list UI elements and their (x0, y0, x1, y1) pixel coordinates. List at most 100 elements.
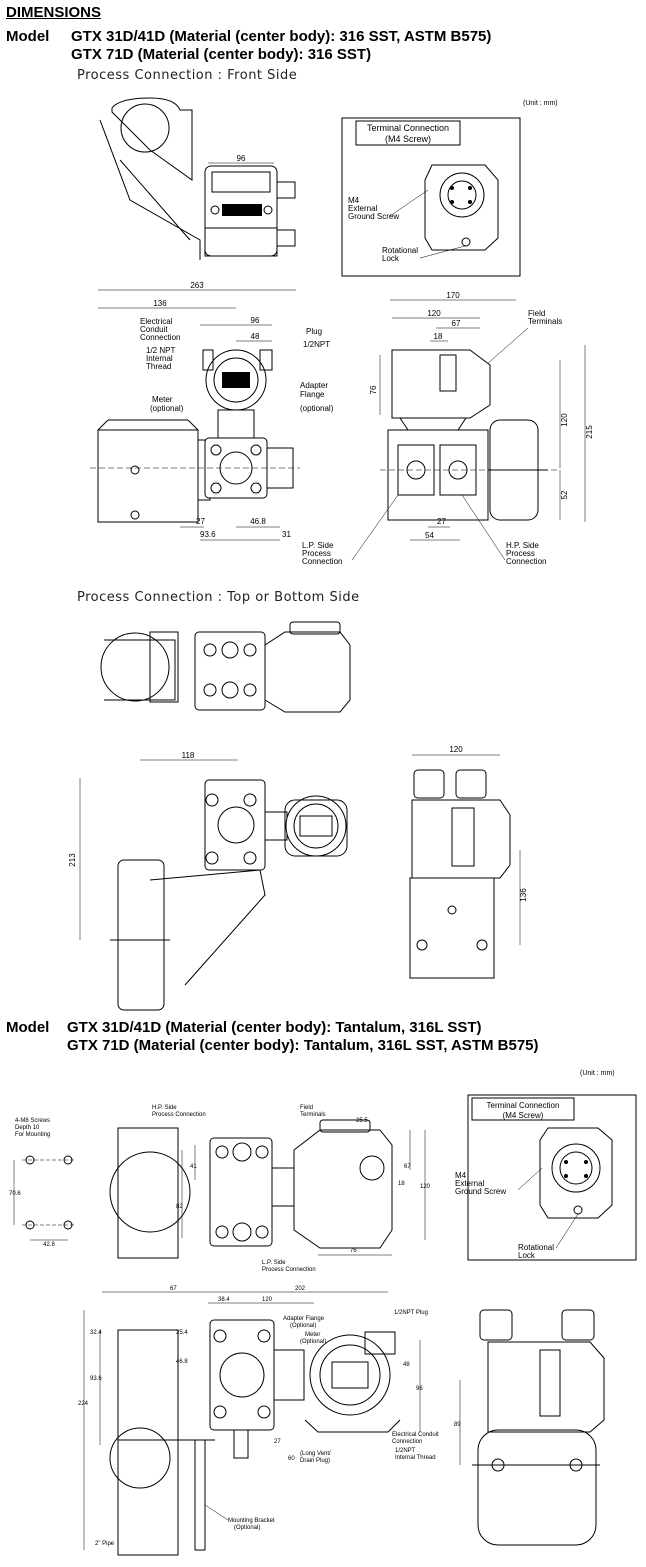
section2-front-drawing (109, 1319, 401, 1556)
lock-label-1: Lock (382, 254, 400, 263)
lp-connection-label-1: Connection (302, 557, 342, 566)
terminal-box-2-line2: (M4 Screw) (503, 1111, 544, 1120)
m4-label-1: M4 (348, 196, 360, 205)
top-bottom-side-drawing (409, 769, 511, 979)
plug-label-1: Plug (306, 327, 322, 336)
m8-mounting-label: For Mounting (15, 1132, 50, 1138)
dim-38-4: 38.4 (218, 1297, 230, 1303)
conduit-label-1: Conduit (140, 325, 168, 334)
dim-120-v2: 120 (420, 1184, 431, 1190)
dim-213: 213 (68, 853, 77, 867)
dim-46-8: 46.8 (250, 517, 266, 526)
adapter-flange-label-2: Adapter Flange (283, 1316, 325, 1322)
dim-96-a: 96 (237, 154, 246, 163)
dim-27-a: 27 (196, 517, 205, 526)
dim-170: 170 (446, 291, 460, 300)
model-label-2: Model (6, 1019, 50, 1036)
dim-31: 31 (282, 530, 291, 539)
dim-93-6: 93.6 (200, 530, 216, 539)
lp-side-label-1: L.P. Side (302, 541, 334, 550)
top-bottom-top-view-drawing (100, 621, 351, 713)
terminals-label-1: Terminals (528, 317, 562, 326)
external-label-1: External (348, 204, 378, 213)
terminals-label-2: Terminals (300, 1112, 326, 1118)
adapter-optional-label-2: (Optional) (290, 1323, 316, 1329)
npt-label-1: 1/2 NPT (146, 346, 175, 355)
internal-label-1: Internal (146, 354, 173, 363)
m8-depth-label: Depth 10 (15, 1125, 40, 1131)
dim-120: 120 (427, 309, 441, 318)
lp-process-label-1: Process (302, 549, 331, 558)
front-view-top-drawing (99, 97, 296, 260)
dim-67-b: 67 (170, 1286, 177, 1292)
m8-hole-pattern (22, 1155, 76, 1230)
dim-120-v: 120 (560, 413, 569, 427)
hp-process-label-2: Process Connection (152, 1112, 206, 1118)
dim-136: 136 (153, 299, 167, 308)
connection-label-2: Connection (392, 1439, 422, 1445)
side-view-drawing (380, 349, 560, 521)
dim-60: 60 (288, 1456, 295, 1462)
dim-46-8-b: 46.8 (176, 1359, 188, 1365)
dim-67-a: 67 (404, 1164, 411, 1170)
dim-25-5: 25.5 (356, 1118, 368, 1124)
dim-76: 76 (369, 385, 378, 394)
dim-224: 224 (78, 1401, 89, 1407)
meter-label-2: Meter (305, 1332, 320, 1338)
dim-25-4: 25.4 (176, 1330, 188, 1336)
hp-process-label-1: Process (506, 549, 535, 558)
npt-label-2: 1/2NPT (395, 1448, 416, 1454)
dim-118: 118 (182, 751, 195, 760)
model-line-1b: GTX 71D (Material (center body): 316 SST… (71, 46, 372, 63)
model-line-2a: GTX 31D/41D (Material (center body): Tan… (67, 1019, 482, 1036)
dim-76-b: 76 (350, 1248, 357, 1254)
dim-136: 136 (519, 888, 528, 902)
model-line-1a: GTX 31D/41D (Material (center body): 316… (71, 28, 492, 45)
dim-27-c: 27 (274, 1439, 281, 1445)
external-label-2: External (455, 1179, 485, 1188)
meter-label-1: Meter (152, 395, 173, 404)
adapter-label-1: Adapter (300, 381, 328, 390)
dim-52: 52 (560, 490, 569, 499)
dim-120-h: 120 (262, 1297, 273, 1303)
dim-96-b: 96 (251, 316, 260, 325)
terminal-connection-box-1 (341, 117, 521, 277)
rotational-label-2: Rotational (518, 1243, 554, 1252)
internal-thread-label-2: Internal Thread (395, 1455, 436, 1461)
electrical-conduit-label-2: Electrical Conduit (392, 1432, 439, 1438)
dim-48: 48 (251, 332, 260, 341)
adapter-optional-label-1: (optional) (300, 404, 334, 413)
lp-process-label-2: Process Connection (262, 1267, 316, 1273)
dim-18-b: 18 (398, 1181, 405, 1187)
dim-67: 67 (452, 319, 461, 328)
dim-18: 18 (434, 332, 443, 341)
hp-side-label-1: H.P. Side (506, 541, 539, 550)
model-line-2b: GTX 71D (Material (center body): Tantalu… (67, 1037, 539, 1054)
field-label-2: Field (300, 1105, 313, 1111)
page-title: DIMENSIONS (6, 4, 102, 21)
drain-plug-label: Drain Plug) (300, 1458, 330, 1464)
dim-263: 263 (190, 281, 204, 290)
terminal-box-2-line1: Terminal Connection (487, 1101, 560, 1110)
dim-215: 215 (585, 425, 594, 439)
m8-screws-label: 4-M8 Screws (15, 1118, 50, 1124)
dim-48-b: 48 (403, 1362, 410, 1368)
long-vent-label: (Long Vent/ (300, 1451, 331, 1457)
pipe-label: 2" Pipe (95, 1541, 115, 1547)
m4-label-2: M4 (455, 1171, 467, 1180)
terminal-box-1-line2: (M4 Screw) (385, 134, 431, 144)
terminal-box-1-line1: Terminal Connection (367, 123, 449, 133)
lp-side-label-2: L.P. Side (262, 1260, 286, 1266)
rotational-label-1: Rotational (382, 246, 418, 255)
front-view-main-drawing (90, 349, 300, 523)
thread-label-1: Thread (146, 362, 171, 371)
dim-89: 89 (454, 1422, 461, 1428)
flange-label-1: Flange (300, 390, 325, 399)
dim-54: 54 (425, 531, 434, 540)
terminal-housing-1 (424, 164, 499, 251)
model-label-1: Model (6, 28, 50, 45)
dim-27-b: 27 (437, 517, 446, 526)
hp-side-label-2: H.P. Side (152, 1105, 177, 1111)
electrical-label-1: Electrical (140, 317, 173, 326)
dim-32-4: 32.4 (90, 1330, 102, 1336)
